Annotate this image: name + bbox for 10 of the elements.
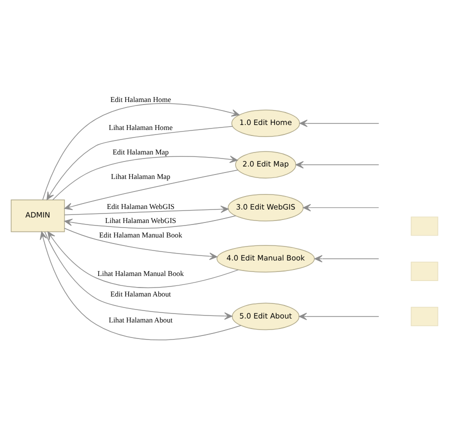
edge-label: Lihat Halaman Home	[108, 122, 173, 132]
edge-label: Lihat Halaman Manual Book	[98, 268, 184, 278]
edge-label: Edit Halaman Home	[110, 94, 171, 104]
edge-label: Edit Halaman About	[110, 288, 171, 298]
edge-label: Edit Halaman Manual Book	[99, 230, 182, 239]
edge-label: Lihat Halaman Map	[110, 171, 170, 180]
edge-label: Lihat Halaman About	[108, 314, 173, 324]
edge-label: Edit Halaman Map	[112, 146, 169, 156]
edge-label: Edit Halaman WebGIS	[106, 202, 175, 211]
edge-label: Lihat Halaman WebGIS	[105, 216, 176, 225]
